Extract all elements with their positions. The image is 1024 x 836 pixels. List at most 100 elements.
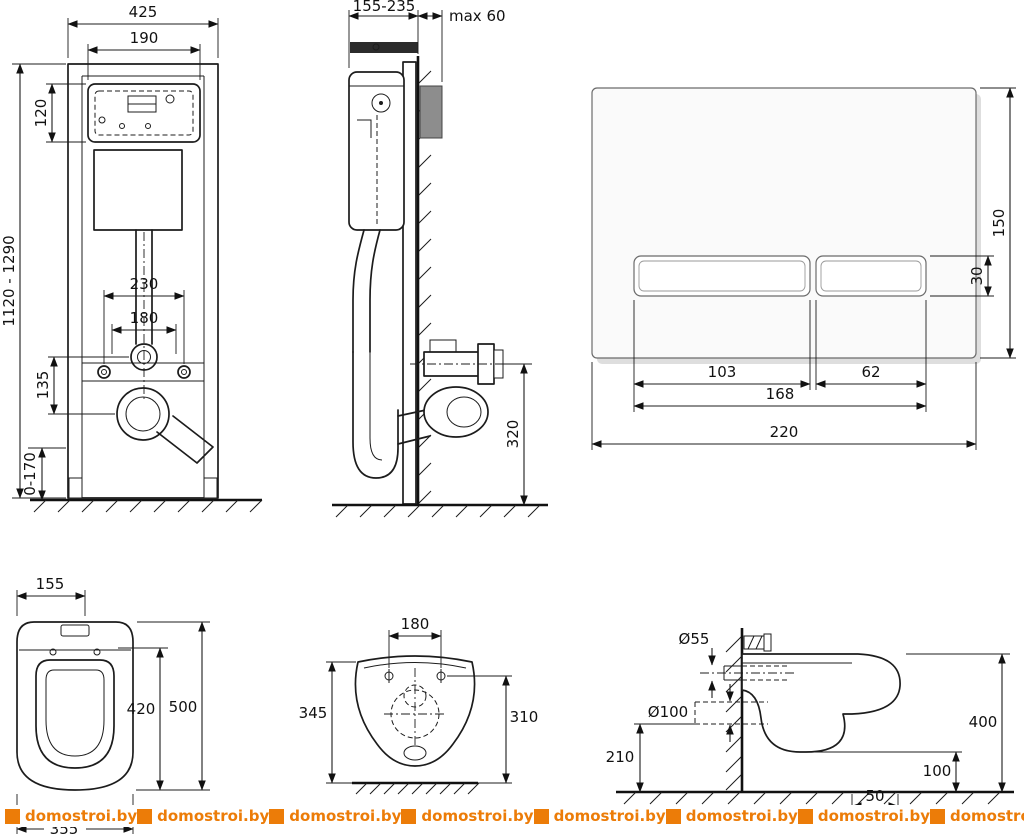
watermark-square: [665, 808, 681, 824]
dim-label-fixing-spacing: 230: [130, 275, 159, 293]
dim-label-max-wall: max 60: [449, 7, 506, 25]
dim-label-stud-spacing: 180: [130, 309, 159, 327]
dim-small-button-width: 62: [815, 300, 927, 412]
watermark-text: domostroi.by: [25, 807, 138, 825]
dim-frame-total-width: 425: [67, 3, 219, 58]
dim-stud-spacing: 180: [111, 309, 177, 354]
dim-plate-height: 150: [980, 87, 1016, 359]
watermark-square: [533, 808, 549, 824]
outlet-spigot: [423, 386, 489, 438]
small-flush-button[interactable]: [815, 255, 927, 297]
dim-total-depth: 500: [137, 621, 210, 791]
bowl-side-outline: [741, 653, 901, 753]
dim-label-total-depth: 500: [169, 698, 198, 716]
dim-max-wall: max 60: [417, 7, 506, 82]
dim-fixing-spacing: 230: [103, 275, 185, 364]
top-mount-bar: [350, 42, 418, 53]
dim-plate-width: 220: [591, 362, 977, 450]
dim-label-plate-width: 220: [770, 423, 799, 441]
ground-line-side: [332, 503, 548, 518]
dim-label-fixing-spacing-front: 180: [401, 615, 430, 633]
dim-label-underside-height: 100: [923, 762, 952, 780]
dim-fixing-height: 310: [447, 675, 539, 784]
watermark-item: domostroi.by: [665, 807, 798, 825]
view-flush-plate: 103 62 168 220 150 30: [591, 87, 1016, 450]
dim-outlet-height: 320: [497, 363, 532, 506]
dim-outlet-axis-height: 210: [606, 723, 695, 793]
watermark-text: domostroi.by: [949, 807, 1024, 825]
inlet-pipe-side: [700, 665, 795, 681]
watermark-text: domostroi.by: [553, 807, 666, 825]
watermark-text: domostroi.by: [685, 807, 798, 825]
dim-label-total-height-front: 345: [299, 704, 328, 722]
dim-label-front-width: 155: [36, 575, 65, 593]
dim-front-width: 155: [16, 575, 86, 616]
dim-label-frame-height: 1120 - 1290: [0, 235, 18, 326]
watermark-text: domostroi.by: [289, 807, 402, 825]
view-frame-side: 155-235 max 60 320: [332, 0, 548, 518]
watermark-item: domostroi.by: [797, 807, 930, 825]
watermark-square: [5, 808, 20, 824]
wall-section-bowl: [725, 628, 744, 792]
dim-label-outlet-diameter: Ø100: [648, 703, 688, 721]
drain-trap: [352, 351, 431, 479]
large-flush-button[interactable]: [633, 255, 811, 297]
flush-bend-pipe: [352, 229, 381, 353]
wall-bracket: [419, 85, 443, 139]
dim-label-foot-adjustment: 0-170: [21, 452, 39, 496]
ground-line-frame: [30, 498, 263, 513]
watermark-square: [401, 808, 417, 824]
dim-outlet-diameter: Ø100: [648, 684, 734, 742]
dim-large-button-width: 103: [633, 300, 811, 412]
watermark-bar: domostroi.by domostroi.by domostroi.by d…: [0, 805, 1024, 827]
dim-button-height: 30: [930, 255, 994, 297]
dim-frame-height-range: 1120 - 1290: [0, 63, 66, 499]
flush-pipe-front: [135, 229, 153, 402]
view-bowl-top: 155 420 500 355: [16, 575, 210, 836]
ground-line-bowl-side: [616, 790, 1014, 805]
dim-label-outlet-height: 320: [504, 420, 522, 449]
watermark-item: domostroi.by: [929, 807, 1024, 825]
view-bowl-front: 180 345 310: [299, 615, 539, 795]
dim-label-small-button: 62: [861, 363, 880, 381]
bowl-top-outline: [16, 621, 134, 791]
watermark-item: domostroi.by: [269, 807, 401, 825]
dim-label-outlet-axis-height: 210: [606, 748, 635, 766]
dim-inlet-diameter: Ø55: [679, 630, 716, 698]
outlet-pipe-side: [694, 701, 768, 725]
dim-cistern-top-height: 120: [32, 83, 86, 143]
frame-rail-side: [402, 61, 417, 505]
drain-outlet-front: [116, 387, 214, 464]
fixing-stud: [743, 633, 772, 652]
watermark-text: domostroi.by: [157, 807, 270, 825]
view-bowl-side: Ø55 Ø100 210 400 100 50: [606, 628, 1014, 812]
dim-total-height-front: 345: [299, 661, 356, 784]
watermark-square: [269, 808, 285, 824]
dim-label-buttons-width: 168: [766, 385, 795, 403]
dim-label-total-width: 425: [129, 3, 158, 21]
watermark-item: domostroi.by: [137, 807, 269, 825]
dim-label-offset: 50: [865, 787, 884, 805]
dim-label-large-button: 103: [708, 363, 737, 381]
dim-label-fixing-height: 310: [510, 708, 539, 726]
water-supply-pipe: [410, 339, 512, 385]
dim-foot-adjustment: 0-170: [21, 447, 66, 501]
watermark-item: domostroi.by: [401, 807, 534, 825]
dim-depth-range: 155-235: [348, 0, 419, 68]
dim-cistern-width: 190: [87, 29, 201, 80]
dim-outlet-offset: 135: [34, 356, 129, 415]
hidden-outlet-circles: [384, 668, 446, 748]
watermark-square: [929, 808, 945, 824]
ground-line-bowl-front: [352, 781, 480, 795]
dim-buttons-total-width: 168: [633, 385, 927, 410]
dim-label-inlet-diameter: Ø55: [679, 630, 710, 648]
mount-bolt: [372, 43, 380, 51]
seat-opening: [35, 659, 115, 769]
fixing-bolts: [97, 365, 191, 379]
watermark-item: domostroi.by: [533, 807, 666, 825]
dim-fixing-spacing-front: 180: [388, 615, 442, 668]
dim-label-button-height: 30: [968, 266, 986, 285]
dim-label-total-height-side: 400: [969, 713, 998, 731]
